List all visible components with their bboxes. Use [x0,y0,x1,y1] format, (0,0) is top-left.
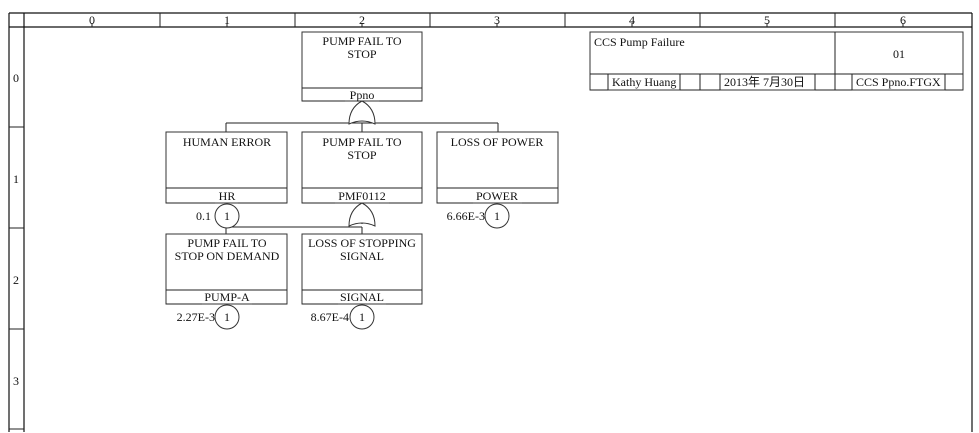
top-gate-id: Ppno [350,88,375,102]
event-box-pump-fail-stop[interactable] [301,131,423,204]
human-error-title-line1: HUMAN ERROR [183,135,271,149]
row-label-2: 2 [13,273,19,287]
loss-of-power-count: 1 [494,209,500,223]
title-block-author: Kathy Huang [612,75,676,89]
title-block [589,31,964,91]
pump-fail-demand-probability: 2.27E-3 [177,310,215,324]
loss-of-power-id: POWER [476,189,518,203]
top-gate-title-line2: STOP [347,47,376,61]
event-box-loss-of-signal[interactable] [301,233,423,305]
grid-frame [8,12,973,432]
column-label-5: 5 [764,13,770,27]
event-box-top-gate[interactable] [301,31,423,102]
pump-fail-demand-id: PUMP-A [204,290,250,304]
event-box-pump-fail-demand[interactable] [165,233,288,305]
title-block-description: CCS Pump Failure [594,35,685,49]
basic-event-circle-human-error-icon [214,203,240,229]
row-label-3: 3 [13,374,19,388]
event-box-human-error[interactable] [165,131,288,204]
column-label-2: 2 [359,13,365,27]
human-error-id: HR [219,189,236,203]
pump-fail-stop-title-line2: STOP [347,148,376,162]
event-box-loss-of-power[interactable] [436,131,559,204]
human-error-count: 1 [224,209,230,223]
or-gate-top-icon [348,100,376,125]
basic-event-circle-loss-of-signal-icon [349,304,375,330]
top-gate-title-line1: PUMP FAIL TO [322,34,401,48]
basic-event-circle-loss-of-power-icon [484,203,510,229]
loss-of-signal-count: 1 [359,310,365,324]
pump-fail-demand-title-line1: PUMP FAIL TO [187,236,266,250]
loss-of-signal-probability: 8.67E-4 [311,310,349,324]
loss-of-power-probability: 6.66E-3 [447,209,485,223]
connector-lines [225,122,499,234]
column-label-6: 6 [900,13,906,27]
pump-fail-demand-count: 1 [224,310,230,324]
loss-of-signal-id: SIGNAL [340,290,384,304]
column-label-3: 3 [494,13,500,27]
loss-of-power-title-line1: LOSS OF POWER [451,135,544,149]
column-label-1: 1 [224,13,230,27]
pump-fail-demand-title-line2: STOP ON DEMAND [175,249,280,263]
pump-fail-stop-id: PMF0112 [338,189,386,203]
row-label-1: 1 [13,172,19,186]
loss-of-signal-title-line2: SIGNAL [340,249,384,263]
title-block-date: 2013年 7月30日 [724,75,805,89]
row-label-0: 0 [13,71,19,85]
title-block-page-number: 01 [893,47,905,61]
or-gate-pump-fail-stop-icon [348,202,376,227]
human-error-probability: 0.1 [196,209,211,223]
basic-event-circle-pump-fail-demand-icon [214,304,240,330]
pump-fail-stop-title-line1: PUMP FAIL TO [322,135,401,149]
title-block-file-name: CCS Ppno.FTGX [856,75,941,89]
column-label-0: 0 [89,13,95,27]
loss-of-signal-title-line1: LOSS OF STOPPING [308,236,416,250]
column-label-4: 4 [629,13,635,27]
